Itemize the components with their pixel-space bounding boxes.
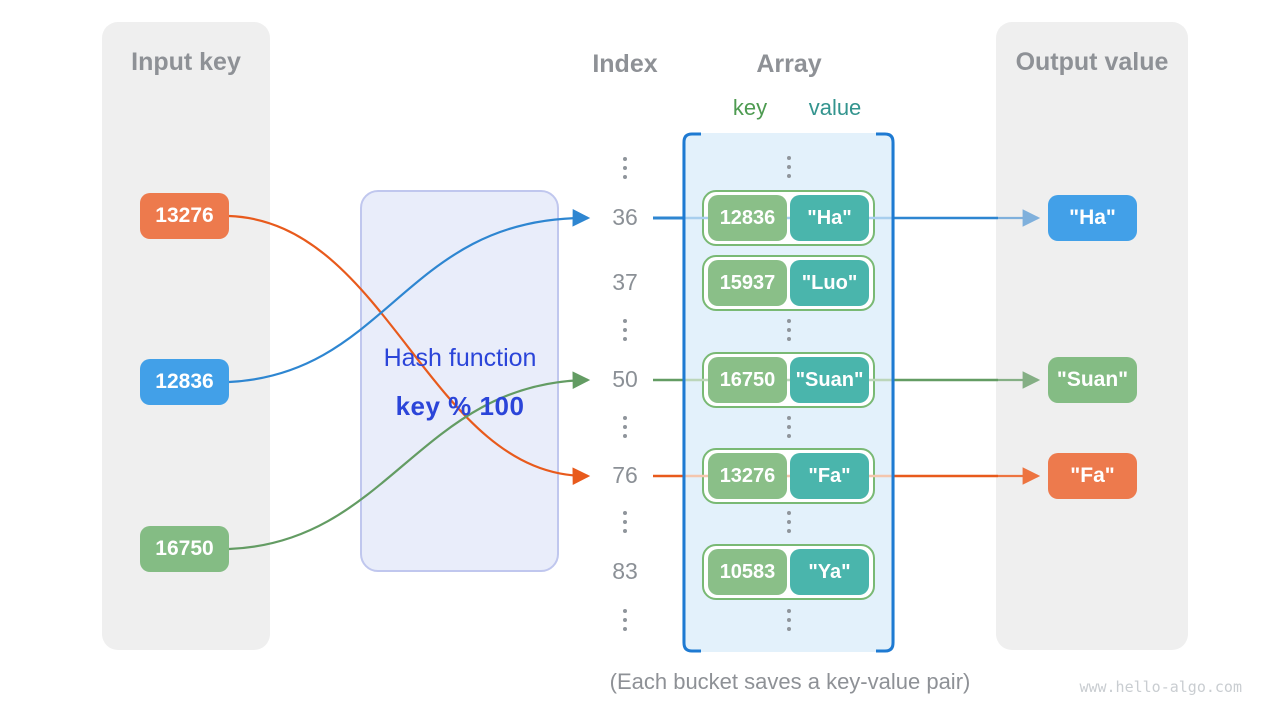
ellipsis [623, 157, 627, 179]
ellipsis [623, 609, 627, 631]
bucket-value: "Ya" [790, 549, 869, 595]
ellipsis [787, 156, 791, 178]
index-value: 83 [612, 558, 638, 584]
bucket-key: 13276 [708, 453, 787, 499]
bucket-key: 12836 [708, 195, 787, 241]
output-value-box: "Ha" [1048, 195, 1137, 241]
output-panel-title: Output value [1015, 48, 1169, 76]
hash-function-box [360, 190, 559, 572]
ellipsis [787, 319, 791, 341]
output-value-panel [996, 22, 1188, 650]
ellipsis [623, 416, 627, 438]
output-value-box: "Fa" [1048, 453, 1137, 499]
ellipsis [787, 511, 791, 533]
hash-function-label: Hash function [383, 344, 537, 372]
index-value: 37 [612, 269, 638, 295]
bucket-value: "Suan" [790, 357, 869, 403]
index-value: 76 [612, 462, 638, 488]
ellipsis [623, 511, 627, 533]
site-watermark: www.hello-algo.com [1079, 678, 1242, 696]
bucket-value: "Ha" [790, 195, 869, 241]
bucket-key: 16750 [708, 357, 787, 403]
hash-function-formula: key % 100 [395, 391, 525, 421]
input-key-box: 13276 [140, 193, 229, 239]
input-panel-title: Input key [131, 48, 241, 76]
index-column-title: Index [592, 50, 658, 78]
key-column-header: key [732, 95, 768, 120]
diagram-caption: (Each bucket saves a key-value pair) [609, 669, 971, 694]
bucket-key: 10583 [708, 549, 787, 595]
output-value-box: "Suan" [1048, 357, 1137, 403]
input-key-box: 12836 [140, 359, 229, 405]
ellipsis [787, 609, 791, 631]
bucket-value: "Fa" [790, 453, 869, 499]
array-title: Array [756, 50, 822, 78]
ellipsis [623, 319, 627, 341]
index-value: 50 [612, 366, 638, 392]
index-value: 36 [612, 204, 638, 230]
value-column-header: value [808, 95, 862, 120]
bucket-value: "Luo" [790, 260, 869, 306]
ellipsis [787, 416, 791, 438]
input-key-box: 16750 [140, 526, 229, 572]
bucket-key: 15937 [708, 260, 787, 306]
